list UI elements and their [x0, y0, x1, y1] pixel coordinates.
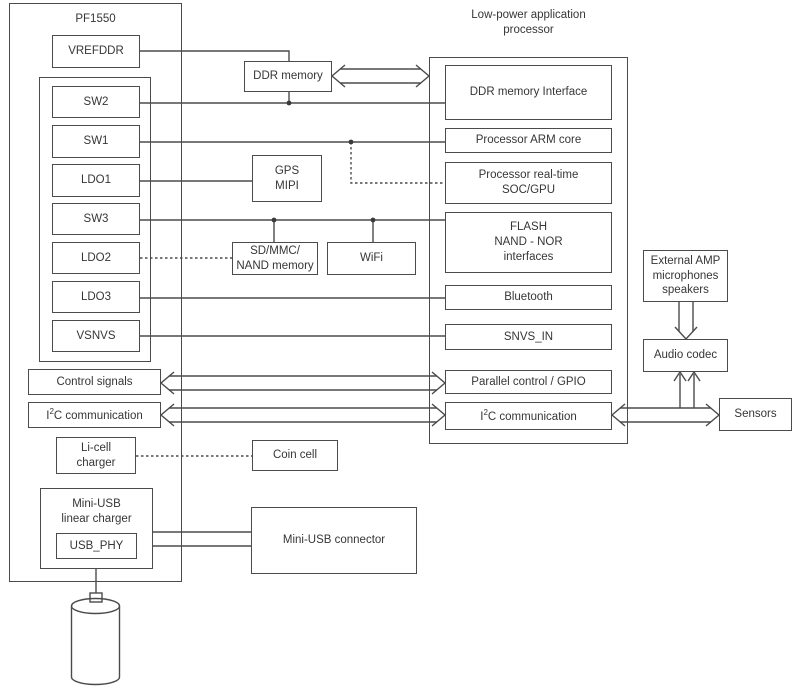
i2c-communication-pmic-block: I2C communication [28, 402, 161, 428]
ldo1-block: LDO1 [52, 164, 140, 197]
flash-interfaces-block: FLASH NAND - NOR interfaces [445, 212, 612, 273]
realtime-soc-block: Processor real-time SOC/GPU [445, 162, 612, 204]
parallel-gpio-block: Parallel control / GPIO [445, 370, 612, 394]
sensors-arrow [610, 403, 721, 427]
sdmmc-nand-block: SD/MMC/ NAND memory [232, 242, 318, 275]
usb-phy-block: USB_PHY [56, 533, 137, 559]
ddr-memory-block: DDR memory [244, 61, 332, 92]
i2c-pmic-label: I2C communication [46, 406, 143, 422]
ldo3-block: LDO3 [52, 281, 140, 313]
sw1-block: SW1 [52, 125, 140, 158]
i2c-proc-label: I2C communication [480, 407, 577, 423]
gps-mipi-block: GPS MIPI [252, 155, 322, 202]
junction-dots [271, 100, 376, 223]
i2c-to-codec-arrows [673, 370, 701, 408]
audio-codec-block: Audio codec [643, 339, 728, 372]
sw2-block: SW2 [52, 86, 140, 118]
arm-core-block: Processor ARM core [445, 128, 612, 153]
external-amp-block: External AMP microphones speakers [643, 250, 728, 302]
control-signals-arrow [159, 371, 447, 395]
amp-to-codec-arrow [674, 302, 698, 341]
coin-cell-block: Coin cell [252, 440, 338, 471]
ddr-interface-block: DDR memory Interface [445, 65, 612, 120]
sw1-to-realtime-dashed [350, 142, 445, 184]
processor-outer-box [429, 57, 628, 444]
battery-icon [70, 592, 121, 686]
ddr-bidirectional-arrow [330, 64, 431, 88]
vsnvs-block: VSNVS [52, 320, 140, 352]
processor-title: Low-power application processor [471, 9, 586, 36]
wifi-block: WiFi [327, 242, 416, 275]
i2c-arrow [159, 403, 447, 427]
pf1550-title: PF1550 [75, 13, 116, 25]
vrefddr-block: VREFDDR [52, 35, 140, 68]
vrefddr-to-ddr-line [140, 50, 290, 61]
sw3-block: SW3 [52, 203, 140, 235]
miniusb-connector-block: Mini-USB connector [251, 507, 417, 574]
licell-charger-block: Li-cell charger [56, 437, 136, 474]
control-signals-block: Control signals [28, 369, 161, 395]
i2c-communication-proc-block: I2C communication [445, 402, 612, 430]
sensors-block: Sensors [719, 398, 792, 431]
bluetooth-block: Bluetooth [445, 285, 612, 310]
ldo2-block: LDO2 [52, 242, 140, 274]
snvs-in-block: SNVS_IN [445, 324, 612, 350]
